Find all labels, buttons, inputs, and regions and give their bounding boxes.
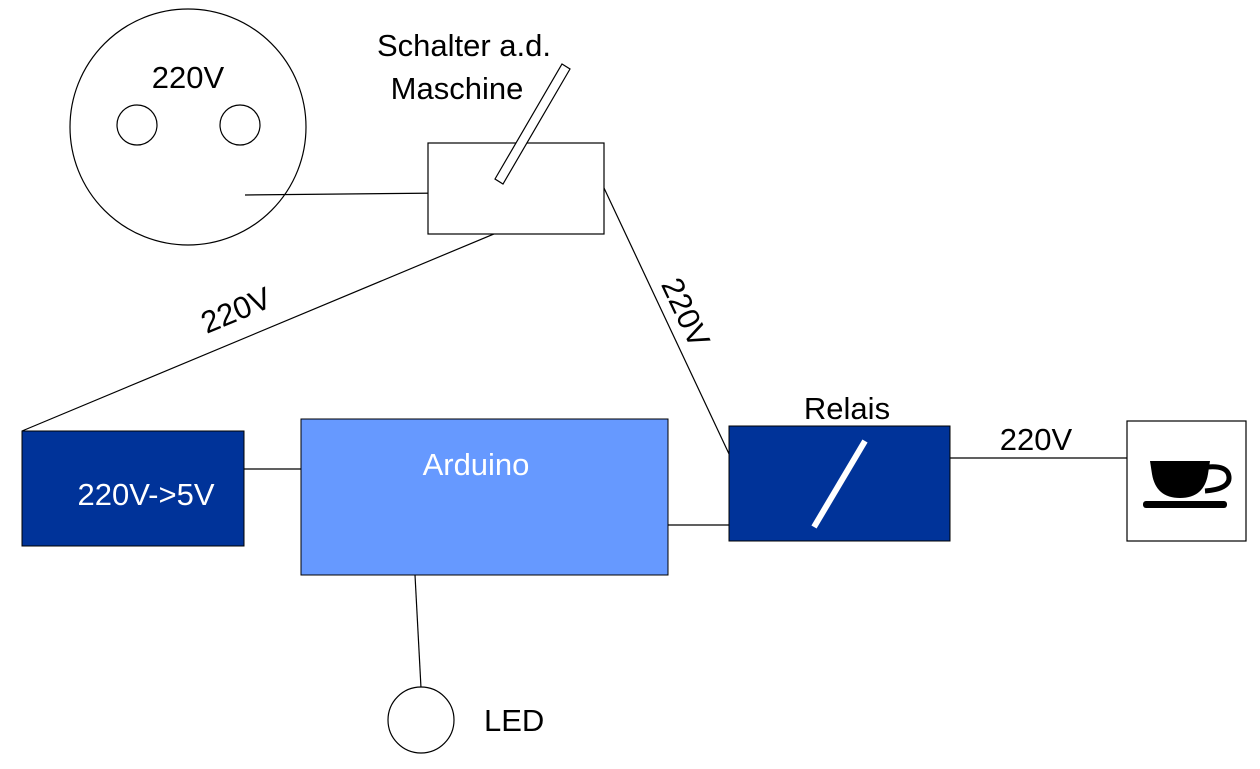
led-circle xyxy=(387,686,455,754)
wire-socket-to-switch xyxy=(244,192,449,196)
relay-switch-line xyxy=(811,439,868,529)
switch-lever xyxy=(494,63,571,185)
arduino-box xyxy=(300,418,669,576)
wire-arduino-to-led xyxy=(414,574,422,689)
wall-socket: 220V xyxy=(69,8,307,246)
switch-label-line2: Maschine xyxy=(391,71,524,106)
machine-switch: Schalter a.d. Maschine xyxy=(377,28,605,235)
coffee-cup-icon xyxy=(1143,461,1232,508)
led-label: LED xyxy=(484,703,544,738)
relay: Relais xyxy=(728,391,951,542)
arduino-board: Arduino xyxy=(300,418,669,576)
wire-label-to-converter: 220V xyxy=(196,280,277,340)
socket-outline xyxy=(69,8,307,246)
socket-voltage-label: 220V xyxy=(152,60,225,95)
wire-label-relay-to-machine: 220V xyxy=(1000,422,1073,457)
converter-box xyxy=(21,430,245,547)
led: LED xyxy=(387,686,544,754)
socket-hole-right xyxy=(219,104,261,146)
switch-label-line1: Schalter a.d. xyxy=(377,28,551,63)
voltage-converter: 220V->5V xyxy=(21,430,245,547)
relay-label: Relais xyxy=(804,391,890,426)
wire-switch-to-relay xyxy=(603,187,731,457)
coffee-machine xyxy=(1126,420,1247,542)
arduino-label: Arduino xyxy=(423,447,530,482)
wire-label-to-relay: 220V xyxy=(654,272,717,353)
converter-label: 220V->5V xyxy=(77,477,214,512)
socket-hole-left xyxy=(116,104,158,146)
